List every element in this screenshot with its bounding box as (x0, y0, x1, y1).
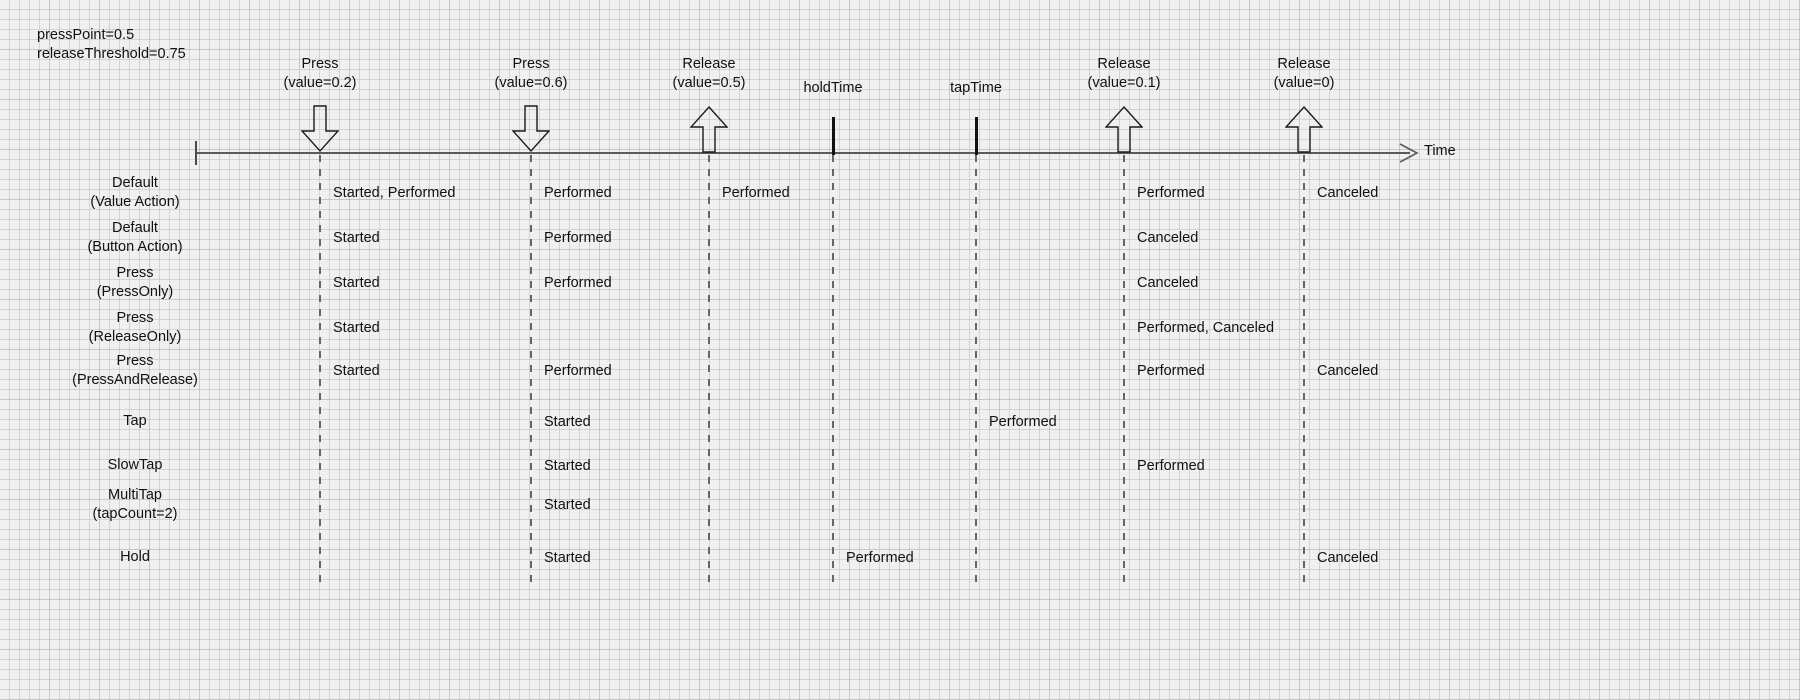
threshold-bar-icon (974, 117, 978, 155)
row-2-cell-2: Canceled (1137, 275, 1199, 291)
row-6-cell-0: Started (544, 458, 591, 474)
event-label-press-0-2: Press (value=0.2) (283, 56, 357, 91)
row-0-cell-0: Started, Performed (333, 185, 456, 201)
row-label-6: SlowTap (107, 457, 163, 473)
row-8-cell-2: Canceled (1317, 550, 1379, 566)
row-4-cell-1: Performed (544, 363, 612, 379)
row-0-cell-4: Canceled (1317, 185, 1379, 201)
arrow-up-icon (1104, 105, 1144, 158)
time-axis-label: Time (1424, 143, 1456, 159)
row-label-3: Press (ReleaseOnly) (88, 310, 182, 345)
row-2-cell-0: Started (333, 275, 380, 291)
event-guide-line (1303, 155, 1305, 585)
row-3-cell-0: Started (333, 320, 380, 336)
row-label-7: MultiTap (tapCount=2) (92, 487, 178, 522)
arrow-down-icon (511, 105, 551, 158)
row-1-cell-1: Performed (544, 230, 612, 246)
row-4-cell-0: Started (333, 363, 380, 379)
parameters-note: pressPoint=0.5 releaseThreshold=0.75 (37, 27, 186, 62)
row-5-cell-0: Started (544, 414, 591, 430)
row-4-cell-2: Performed (1137, 363, 1205, 379)
arrow-up-icon (1284, 105, 1324, 158)
row-label-4: Press (PressAndRelease) (72, 353, 198, 388)
event-label-release-0-5: Release (value=0.5) (672, 56, 746, 91)
event-guide-line (1123, 155, 1125, 585)
row-6-cell-1: Performed (1137, 458, 1205, 474)
row-label-8: Hold (120, 549, 150, 565)
row-label-2: Press (PressOnly) (96, 265, 174, 300)
row-4-cell-3: Canceled (1317, 363, 1379, 379)
event-label-hold-time: holdTime (803, 80, 863, 96)
row-1-cell-0: Started (333, 230, 380, 246)
row-5-cell-1: Performed (989, 414, 1057, 430)
row-7-cell-0: Started (544, 497, 591, 513)
event-guide-line (975, 155, 977, 585)
row-1-cell-2: Canceled (1137, 230, 1199, 246)
event-guide-line (319, 155, 321, 585)
event-label-press-0-6: Press (value=0.6) (494, 56, 568, 91)
row-2-cell-1: Performed (544, 275, 612, 291)
time-axis-start-tick (195, 141, 197, 165)
arrow-up-icon (689, 105, 729, 158)
event-label-release-0: Release (value=0) (1273, 56, 1335, 91)
row-label-1: Default (Button Action) (87, 220, 183, 255)
row-3-cell-1: Performed, Canceled (1137, 320, 1275, 336)
row-0-cell-1: Performed (544, 185, 612, 201)
row-8-cell-1: Performed (846, 550, 914, 566)
event-guide-line (708, 155, 710, 585)
event-label-release-0-1: Release (value=0.1) (1087, 56, 1161, 91)
event-label-tap-time: tapTime (950, 80, 1002, 96)
event-guide-line (530, 155, 532, 585)
row-label-5: Tap (123, 413, 147, 429)
row-0-cell-3: Performed (1137, 185, 1205, 201)
row-label-0: Default (Value Action) (90, 175, 180, 210)
threshold-bar-icon (831, 117, 835, 155)
event-guide-line (832, 155, 834, 585)
time-axis-arrowhead (1398, 142, 1420, 164)
row-8-cell-0: Started (544, 550, 591, 566)
time-axis-line (195, 152, 1410, 154)
row-0-cell-2: Performed (722, 185, 790, 201)
arrow-down-icon (300, 105, 340, 158)
